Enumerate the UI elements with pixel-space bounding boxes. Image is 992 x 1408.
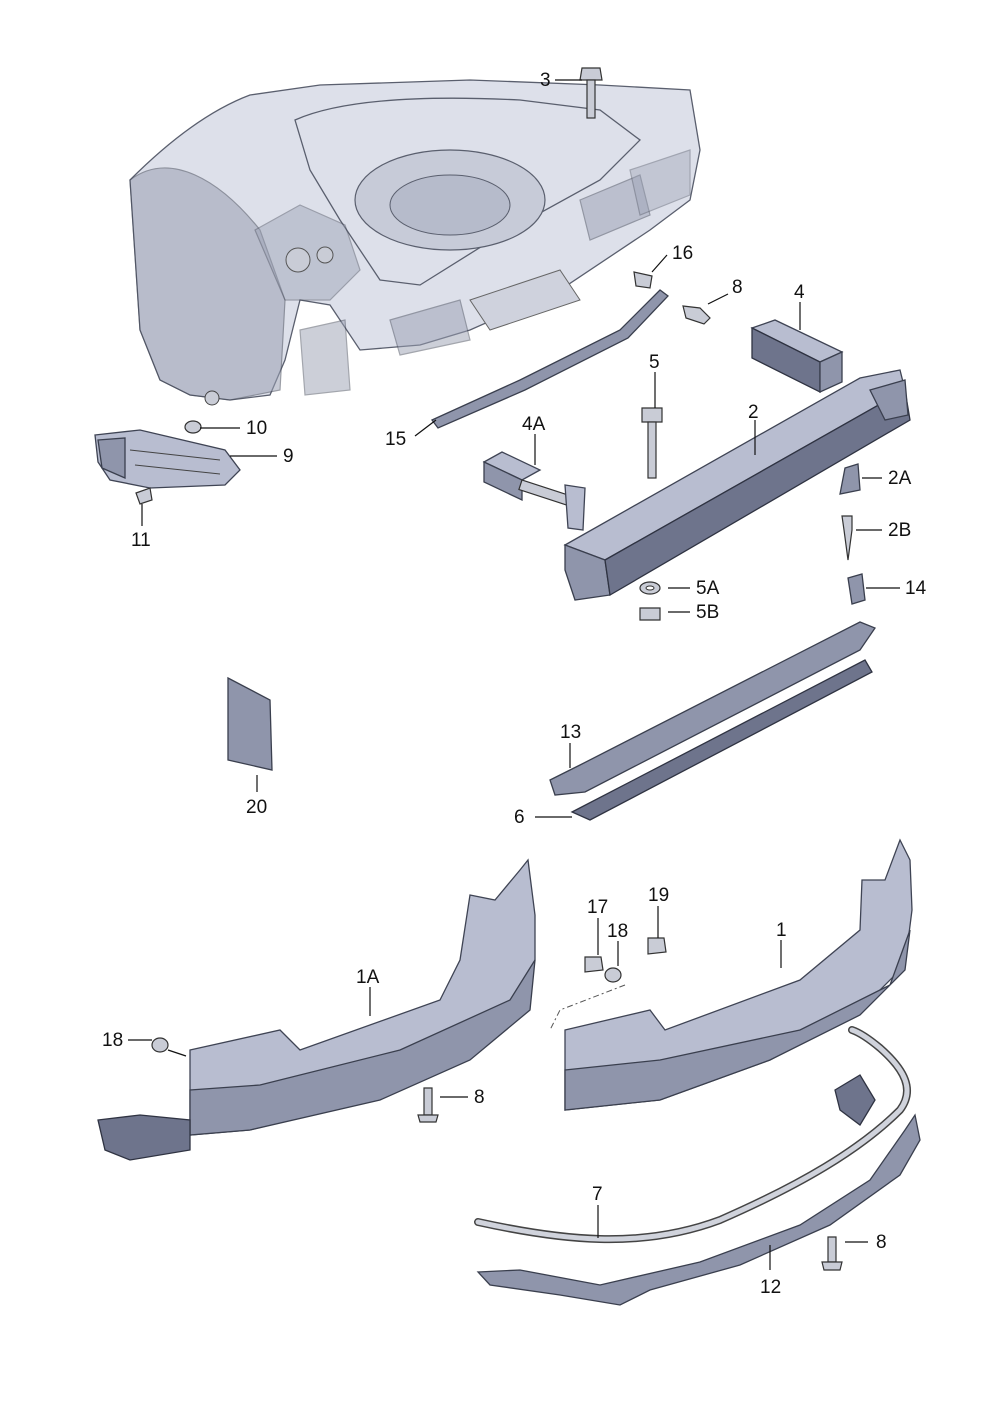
label-8-bottom: 8 (876, 1232, 887, 1253)
label-18-left: 18 (102, 1030, 123, 1051)
diffuser-part-12 (476, 1074, 921, 1306)
grommet-part-18-left (151, 1037, 169, 1053)
nut-part-17 (584, 956, 604, 973)
label-16: 16 (672, 243, 693, 264)
screw-part-11 (135, 487, 153, 505)
label-7: 7 (592, 1184, 603, 1205)
label-20: 20 (246, 797, 267, 818)
label-17: 17 (587, 897, 608, 918)
cable-part-7 (474, 1026, 912, 1244)
bumper-cover-part-1 (564, 838, 913, 1111)
label-10: 10 (246, 418, 267, 439)
absorber-part-4A (482, 451, 586, 531)
assembly-line (549, 984, 626, 1031)
bolt-part-5 (641, 407, 663, 479)
label-5: 5 (649, 352, 660, 373)
label-5A: 5A (696, 578, 720, 599)
bumper-cover-part-1A (97, 858, 536, 1161)
nut-part-5B (639, 607, 661, 621)
label-5B: 5B (696, 602, 719, 623)
label-19: 19 (648, 885, 669, 906)
tube-part-4 (750, 319, 844, 394)
foam-part-20 (227, 676, 273, 771)
trim-strip-part-13 (549, 621, 876, 796)
guide-part-14 (847, 573, 866, 605)
label-18-right: 18 (607, 921, 628, 942)
leader-lines (128, 79, 900, 1270)
nut-part-10 (184, 420, 202, 434)
rivet-part-2B (841, 515, 853, 561)
screw-part-8-top (682, 305, 711, 325)
label-12: 12 (760, 1277, 781, 1298)
reinforcement-beam-part-2 (563, 369, 911, 601)
clip-part-16 (633, 271, 653, 289)
label-4: 4 (794, 282, 805, 303)
bolt-part-3 (579, 67, 603, 119)
label-1A: 1A (356, 967, 380, 988)
guide-strip-part-15 (430, 289, 669, 429)
label-8-middle: 8 (474, 1087, 485, 1108)
label-13: 13 (560, 722, 581, 743)
screw-part-8-middle (417, 1087, 439, 1123)
bracket-part-2A (839, 463, 861, 495)
label-14: 14 (905, 578, 927, 599)
screw-part-8-bottom (821, 1236, 843, 1271)
label-8-top: 8 (732, 277, 743, 298)
car-rear-body (129, 79, 701, 406)
label-1: 1 (776, 920, 787, 941)
grommet-part-18-right (604, 967, 622, 983)
washer-part-5A (639, 581, 661, 595)
label-9: 9 (283, 446, 294, 467)
label-2: 2 (748, 402, 759, 423)
bracket-part-9 (94, 429, 241, 489)
trim-strip-part-6 (570, 659, 873, 821)
label-2B: 2B (888, 520, 911, 541)
label-6: 6 (514, 807, 525, 828)
label-3: 3 (540, 70, 551, 91)
label-11: 11 (131, 530, 151, 551)
nut-part-19 (647, 937, 667, 955)
label-2A: 2A (888, 468, 912, 489)
label-15: 15 (385, 429, 406, 450)
label-4A: 4A (522, 414, 546, 435)
part-labels: 3 16 8 4 5 4A 2 2A 2B 10 9 11 15 5A 5B 1… (102, 70, 927, 1298)
